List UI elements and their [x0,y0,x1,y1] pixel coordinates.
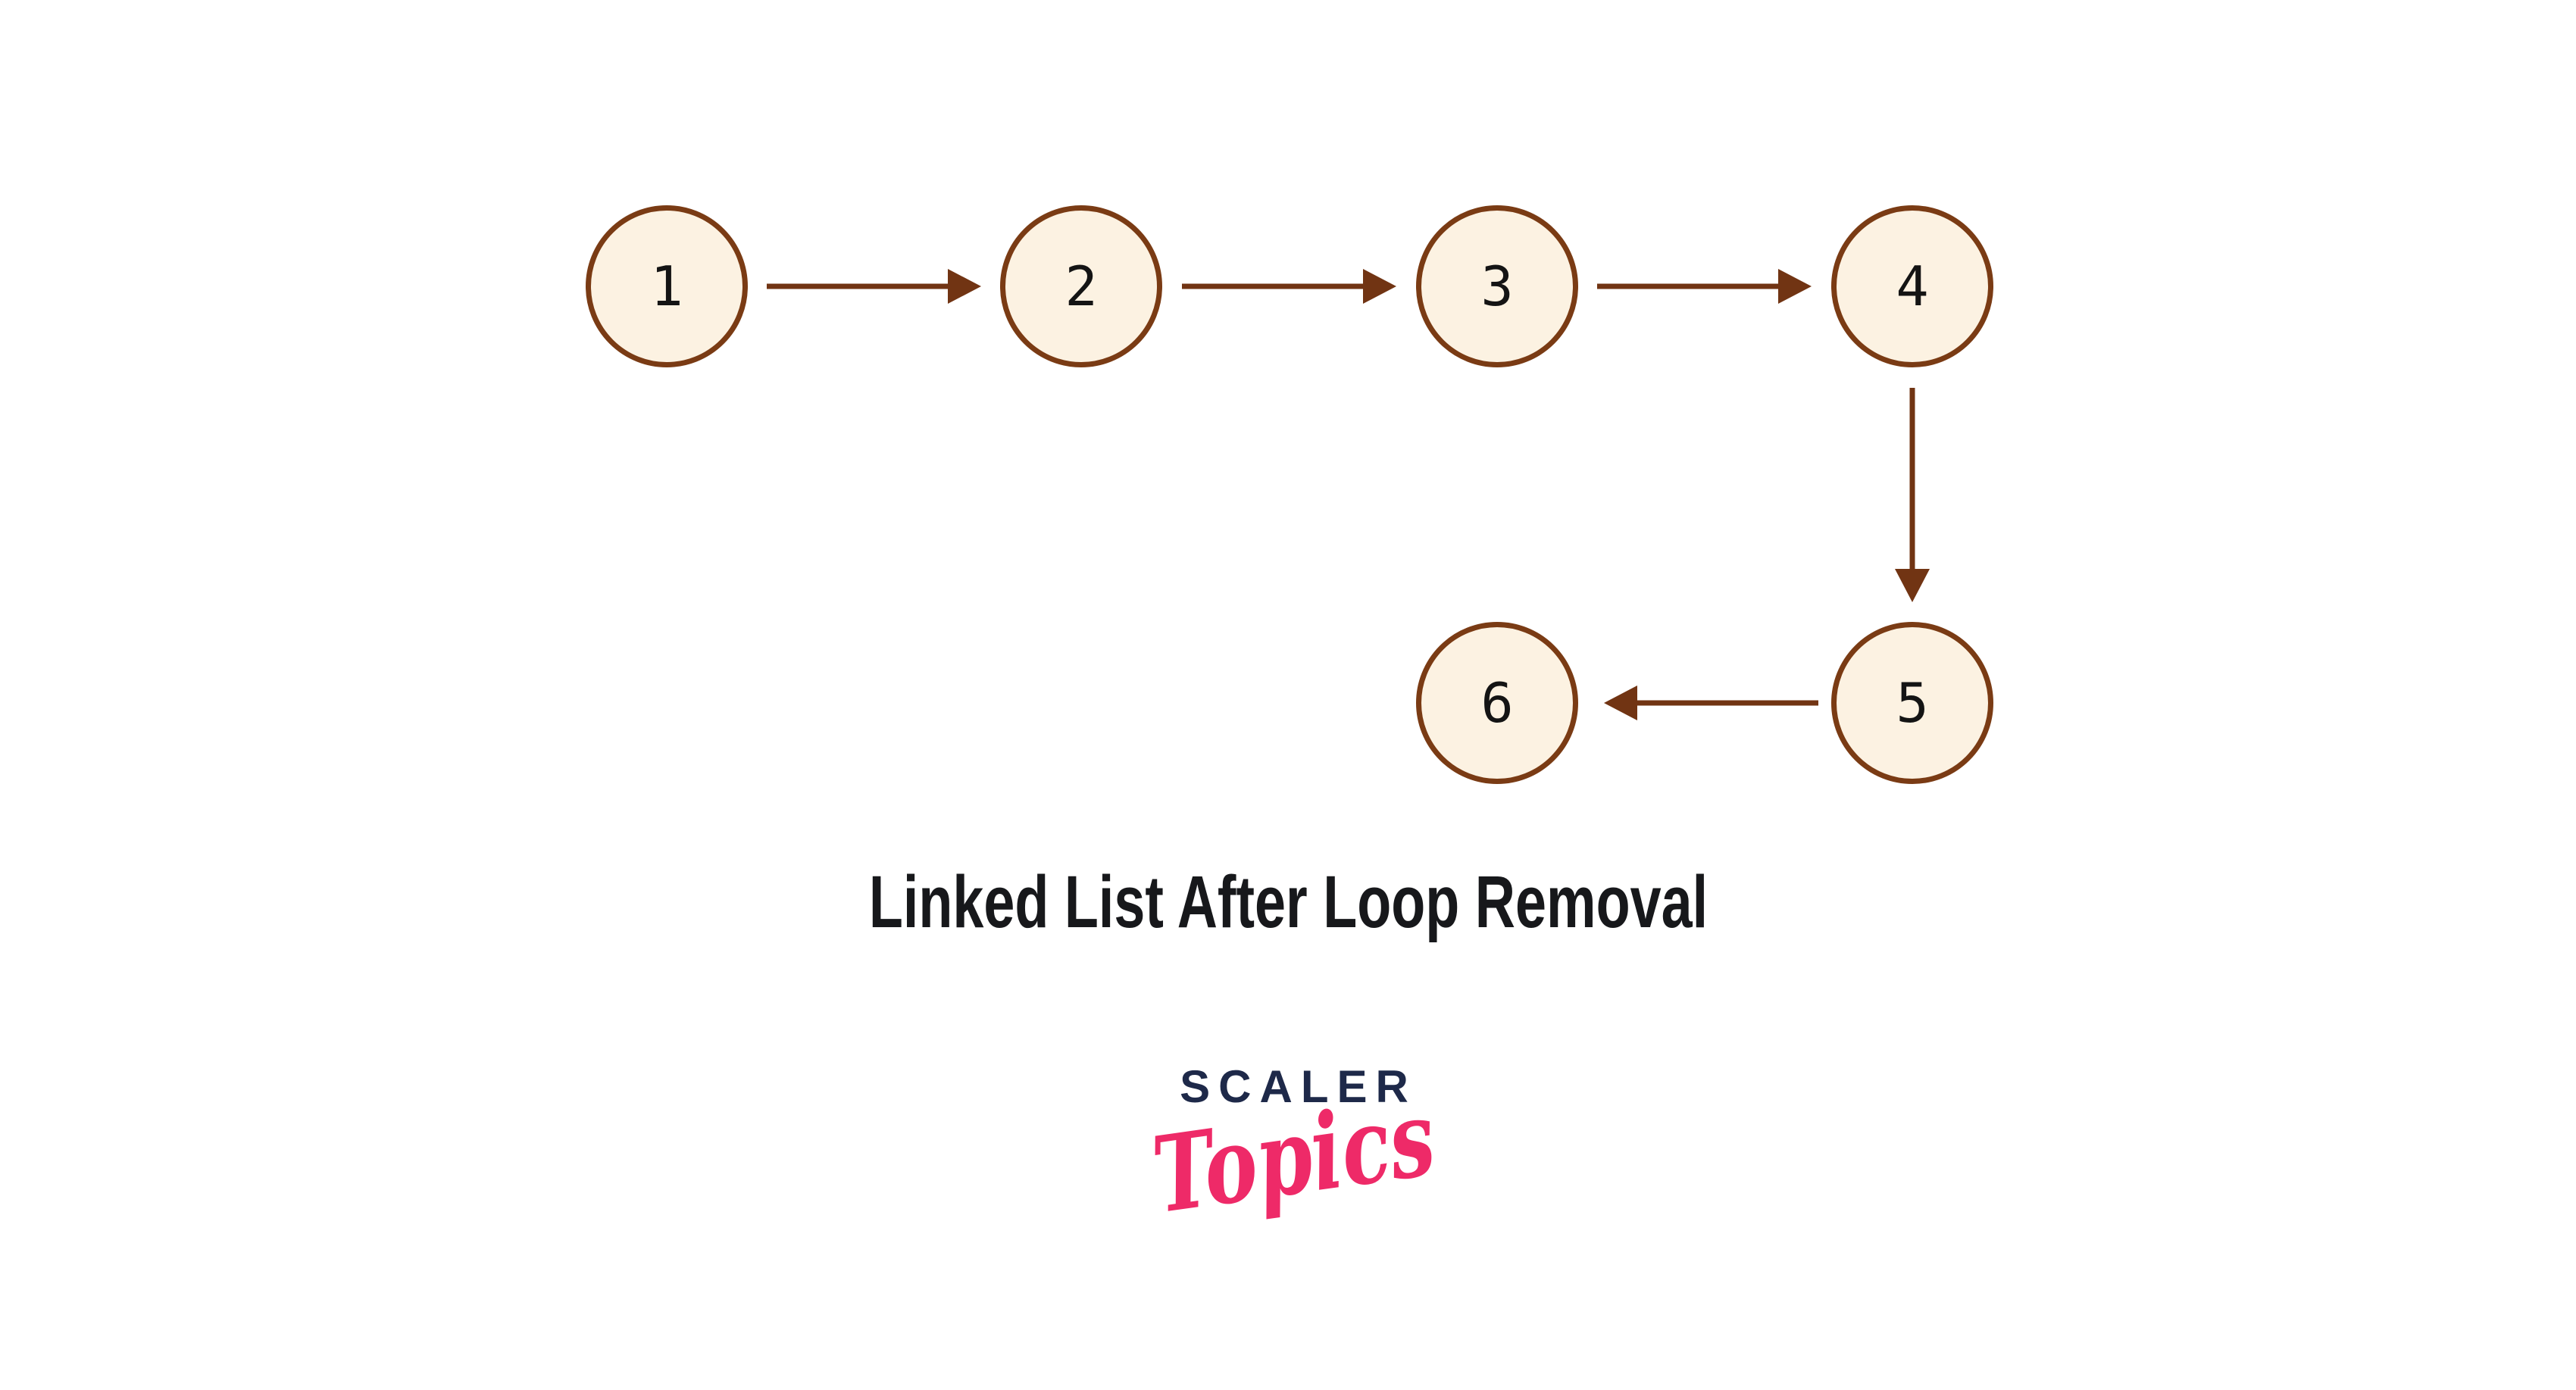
logo-brand-wordmark: SCALER [1180,1061,1417,1112]
node-5: 5 [1831,622,1993,784]
edge-1-2-arrow [767,269,981,304]
diagram-caption-text: Linked List After Loop Removal [868,861,1708,943]
node-3: 3 [1416,205,1578,367]
diagram-caption: Linked List After Loop Removal [0,861,2576,943]
edge-2-3-arrow [1182,269,1396,304]
node-3-label: 3 [1480,255,1514,318]
scaler-topics-logo: SCALER Topics [1029,1061,1559,1238]
node-4-label: 4 [1896,255,1929,318]
edge-3-4-arrow [1597,269,1812,304]
node-5-label: 5 [1896,671,1929,735]
node-2-label: 2 [1064,255,1098,318]
node-6: 6 [1416,622,1578,784]
node-6-label: 6 [1480,671,1514,735]
edge-5-6-arrow [1604,686,1818,720]
node-1: 1 [586,205,748,367]
node-4: 4 [1831,205,1993,367]
node-1-label: 1 [650,255,683,318]
node-2: 2 [1000,205,1162,367]
edge-4-5-arrow [1895,388,1930,602]
